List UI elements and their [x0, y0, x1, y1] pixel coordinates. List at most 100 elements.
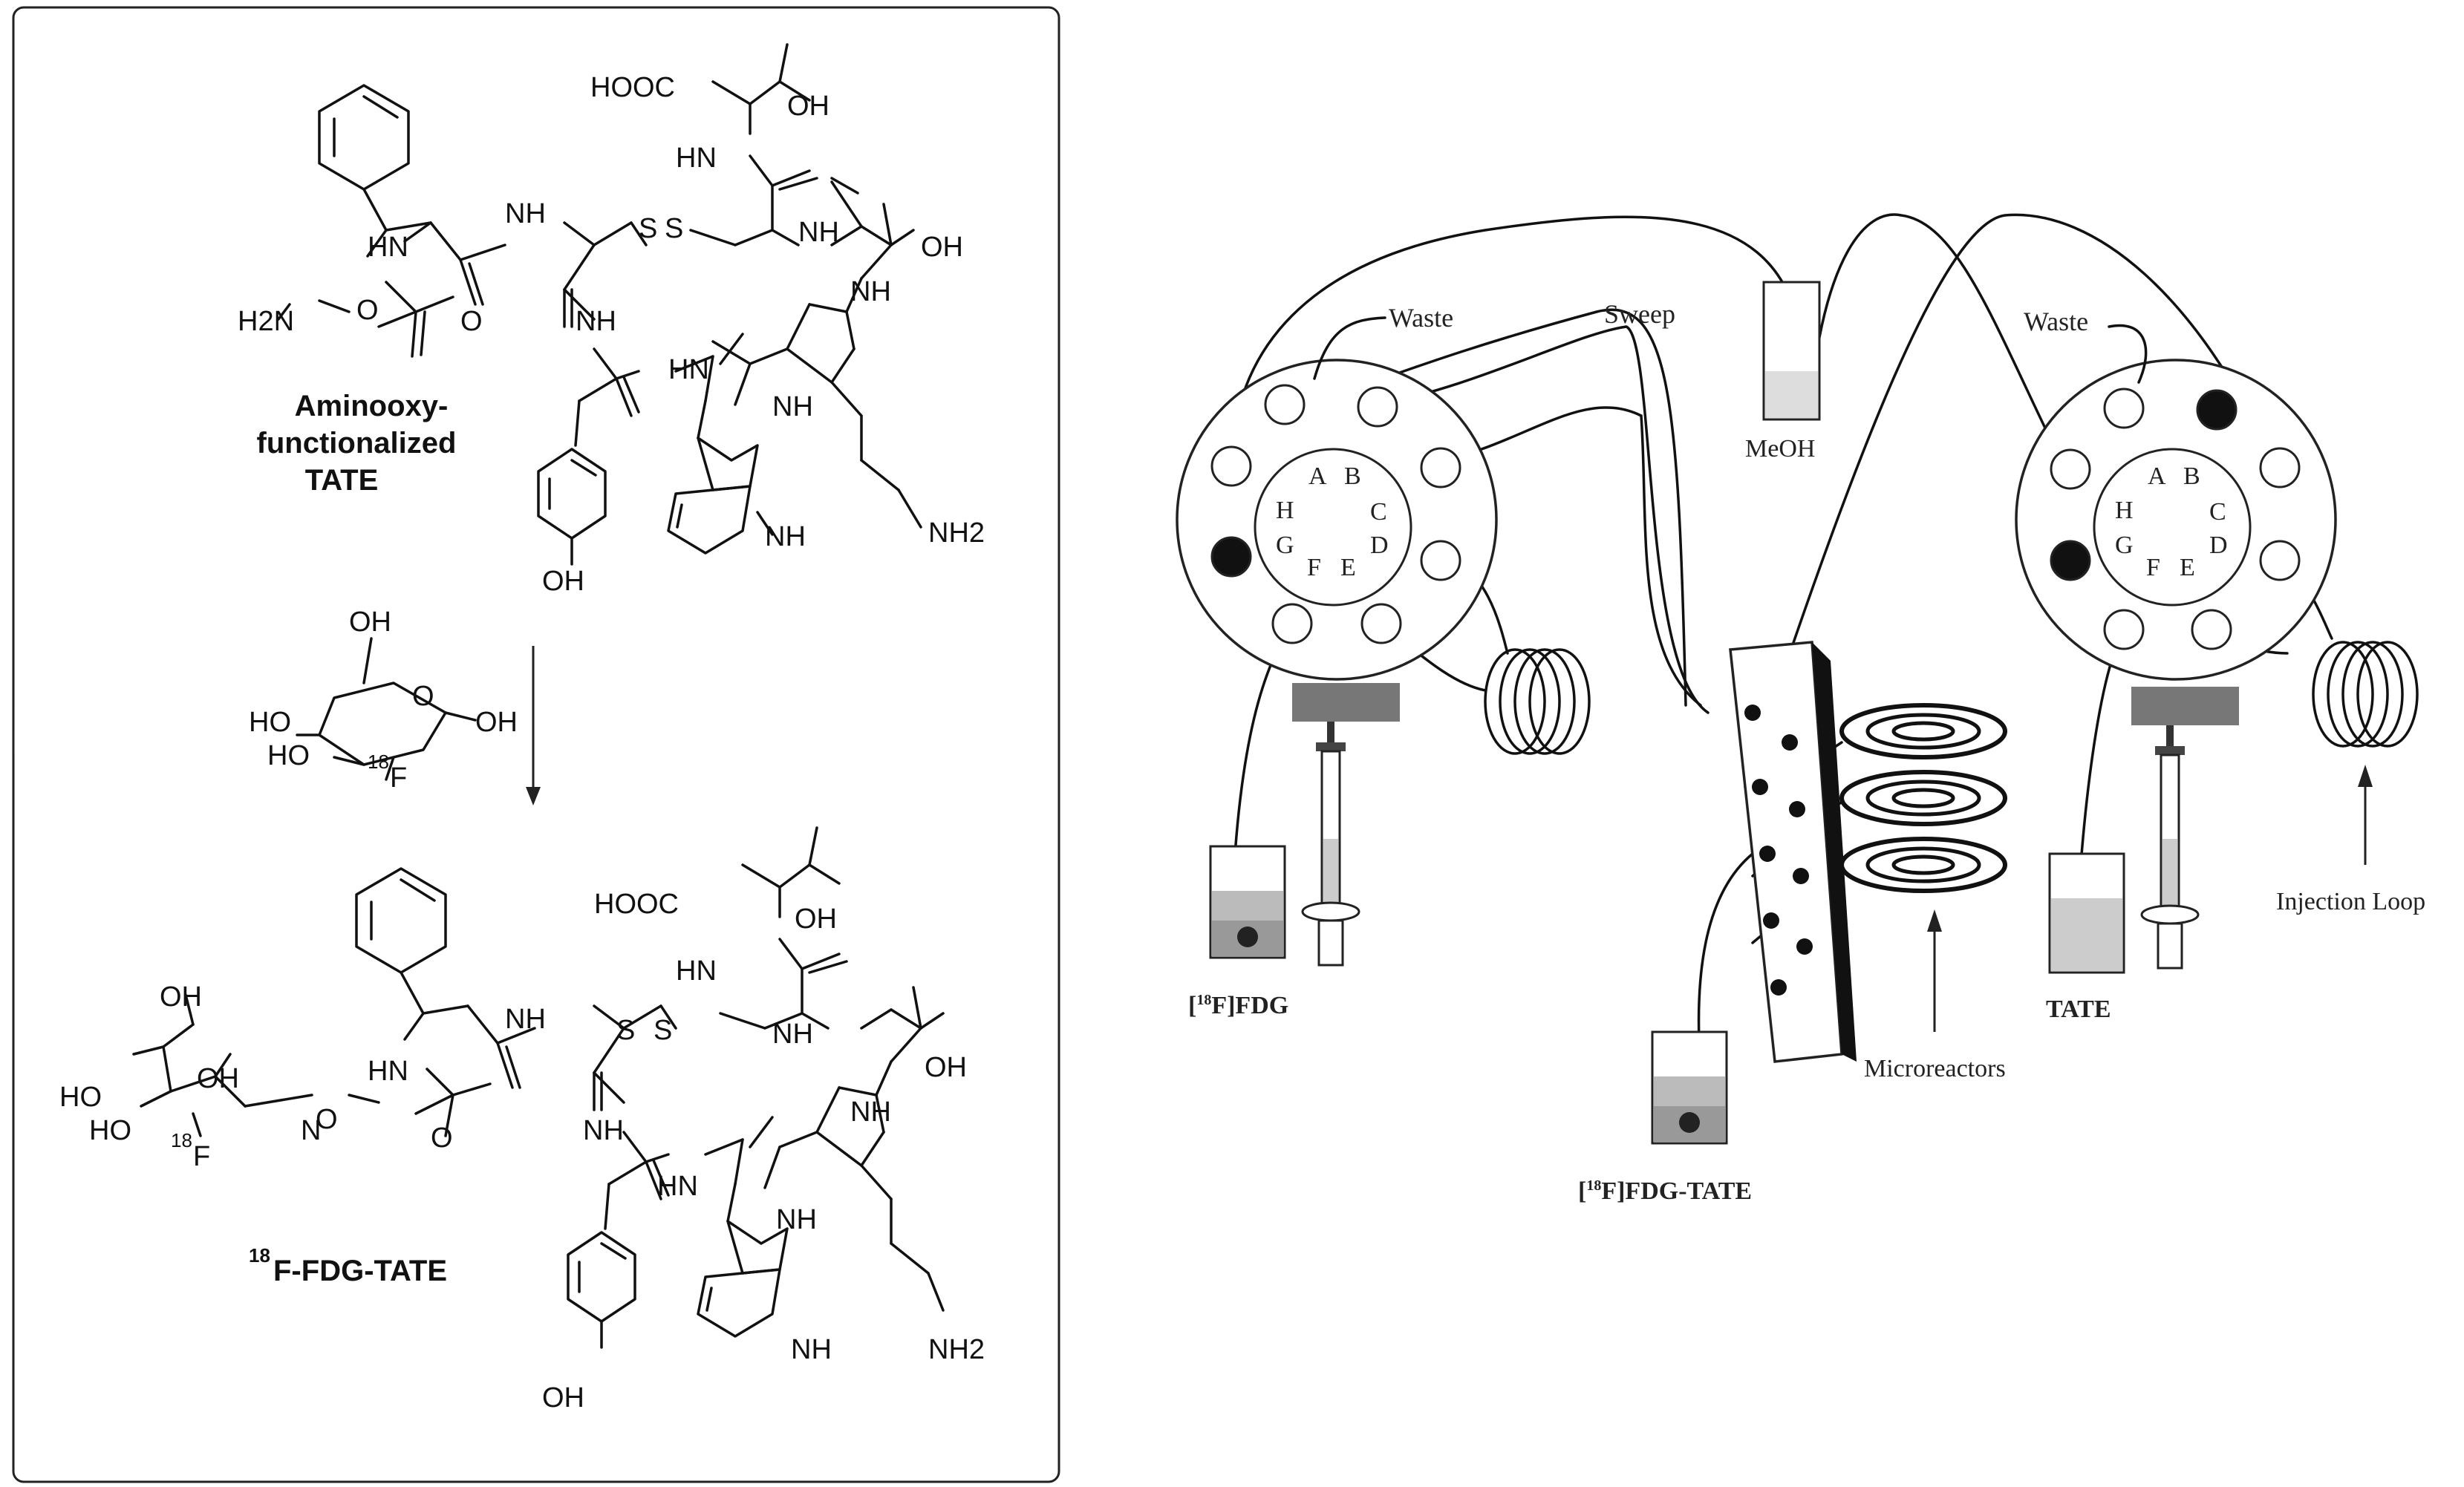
product-label: 18 F-FDG-TATE	[249, 1244, 447, 1287]
left-valve-port-4[interactable]	[1420, 540, 1461, 581]
p-label-nh-6: NH	[791, 1334, 832, 1365]
starting-material-label-line2: functionalized	[257, 427, 457, 460]
left-valve-port-3[interactable]	[1420, 447, 1461, 488]
right-valve-port-8[interactable]	[2050, 448, 2091, 490]
meoh-vial	[1762, 281, 1821, 421]
right-valve-port-7-blocked[interactable]	[2050, 540, 2091, 581]
p-label-hn-2: HN	[368, 1056, 408, 1087]
label-s-2: S	[665, 213, 683, 244]
p-label-s: S	[616, 1015, 635, 1046]
p-label-nh-4: NH	[583, 1115, 624, 1146]
right-port-c: C	[2209, 498, 2226, 526]
left-valve-port-7-blocked[interactable]	[1210, 536, 1252, 578]
indole-six-ring	[667, 485, 752, 555]
label-tate: TATE	[2046, 996, 2111, 1023]
p-label-sugar-ho-2: HO	[89, 1115, 131, 1146]
p-label-hn: HN	[676, 955, 717, 987]
right-valve-mount	[2131, 687, 2239, 725]
product-label-name: F-FDG-TATE	[273, 1255, 447, 1287]
fdg-label-ho-1: HO	[249, 707, 291, 738]
label-oh-2: OH	[921, 232, 963, 263]
p-label-oh-2: OH	[925, 1052, 967, 1083]
product-label-mass: 18	[249, 1244, 270, 1267]
fdg-label-ring-o: O	[412, 681, 434, 712]
p-label-nh-5: NH	[776, 1204, 817, 1235]
left-valve-port-1[interactable]	[1264, 384, 1306, 425]
left-valve-port-5[interactable]	[1360, 603, 1402, 644]
left-port-a: A	[1308, 463, 1327, 490]
fdg-label-oh-top: OH	[349, 607, 391, 638]
left-port-b: B	[1344, 463, 1361, 490]
right-rotary-valve[interactable]: A B C D E F G H	[2015, 359, 2337, 725]
p-label-sugar-oh: OH	[197, 1063, 239, 1094]
left-port-f: F	[1307, 554, 1321, 581]
right-valve-port-1[interactable]	[2103, 388, 2145, 429]
right-coil	[2312, 641, 2419, 748]
right-valve-port-5[interactable]	[2191, 609, 2232, 650]
microfluidic-chip[interactable]	[1729, 641, 1857, 1063]
right-valve-port-6[interactable]	[2103, 609, 2145, 650]
apparatus-panel: A B C D E F G H A B C D E F	[1176, 213, 2425, 1205]
reaction-scheme-panel: HOOC OH HN NH S S NH OH HN NH H2N O O NH…	[12, 6, 1060, 1483]
right-valve-port-4[interactable]	[2259, 540, 2301, 581]
left-valve-port-2[interactable]	[1357, 386, 1398, 428]
right-valve-port-2-blocked[interactable]	[2196, 389, 2238, 431]
label-hn: HN	[676, 143, 717, 174]
right-port-h: H	[2115, 497, 2134, 524]
label-nh-3: NH	[850, 276, 891, 307]
right-port-b: B	[2183, 463, 2200, 490]
microreactor-stack	[1839, 703, 2007, 893]
fdg-label-oh-anomeric: OH	[475, 707, 518, 738]
right-valve-port-3[interactable]	[2259, 447, 2301, 488]
left-syringe[interactable]	[1301, 722, 1360, 967]
starting-material-label-line3: TATE	[305, 464, 379, 497]
label-nh-6: NH	[765, 521, 806, 552]
starting-material-structure	[277, 43, 922, 566]
right-port-g: G	[2115, 532, 2134, 559]
label-s: S	[639, 213, 657, 244]
right-syringe[interactable]	[2140, 725, 2200, 970]
p-label-f18-mass: 18	[171, 1129, 192, 1151]
left-valve-port-8[interactable]	[1210, 445, 1252, 487]
left-rotary-valve[interactable]: A B C D E F G H	[1176, 359, 1498, 722]
left-port-c: C	[1370, 498, 1387, 526]
p-label-f: F	[193, 1141, 210, 1172]
left-port-g: G	[1276, 532, 1294, 559]
right-port-e: E	[2180, 554, 2195, 581]
label-injection-loop: Injection Loop	[2276, 888, 2425, 915]
label-nh: NH	[505, 198, 546, 229]
starting-material-label-line1: Aminooxy-	[295, 390, 449, 422]
label-sweep: Sweep	[1604, 299, 1675, 329]
left-coil	[1484, 648, 1591, 755]
scheme-frame	[12, 6, 1060, 1483]
label-meoh: MeOH	[1745, 435, 1815, 463]
label-hn-2: HN	[368, 232, 408, 263]
indole-five-ring	[697, 437, 759, 491]
p-label-n: N	[301, 1115, 321, 1146]
product-atom-labels: HOOC OH HN NH S S NH OH HN NH O N O NH H…	[59, 889, 985, 1414]
injection-loop-arrow	[2358, 765, 2373, 865]
fdg-label-f18-mass: 18	[368, 751, 389, 773]
p-label-o-2: O	[316, 1104, 338, 1135]
label-hn-3: HN	[668, 354, 709, 385]
fdg-reagent: OH O OH HO HO 18 F	[249, 607, 518, 794]
waste-right-leader	[2108, 324, 2148, 384]
label-waste-right: Waste	[2024, 307, 2088, 336]
label-nh2: NH2	[928, 517, 985, 549]
label-oh: OH	[787, 91, 830, 122]
left-port-d: D	[1370, 532, 1389, 559]
p-label-nh: NH	[505, 1004, 546, 1035]
product-structure	[132, 826, 945, 1349]
p-label-s-2: S	[654, 1015, 672, 1046]
right-port-d: D	[2209, 532, 2228, 559]
label-nh-5: NH	[772, 391, 813, 422]
left-valve-port-6[interactable]	[1271, 603, 1313, 644]
label-nh-2: NH	[798, 217, 839, 248]
p-label-o: O	[431, 1122, 453, 1154]
radioactive-icon	[1237, 926, 1258, 947]
label-fdg-tate: [18F]FDG-TATE	[1578, 1177, 1752, 1205]
p-label-sugar-oh-top: OH	[160, 981, 202, 1013]
label-o-2: O	[460, 306, 483, 337]
left-valve-mount	[1292, 683, 1400, 722]
